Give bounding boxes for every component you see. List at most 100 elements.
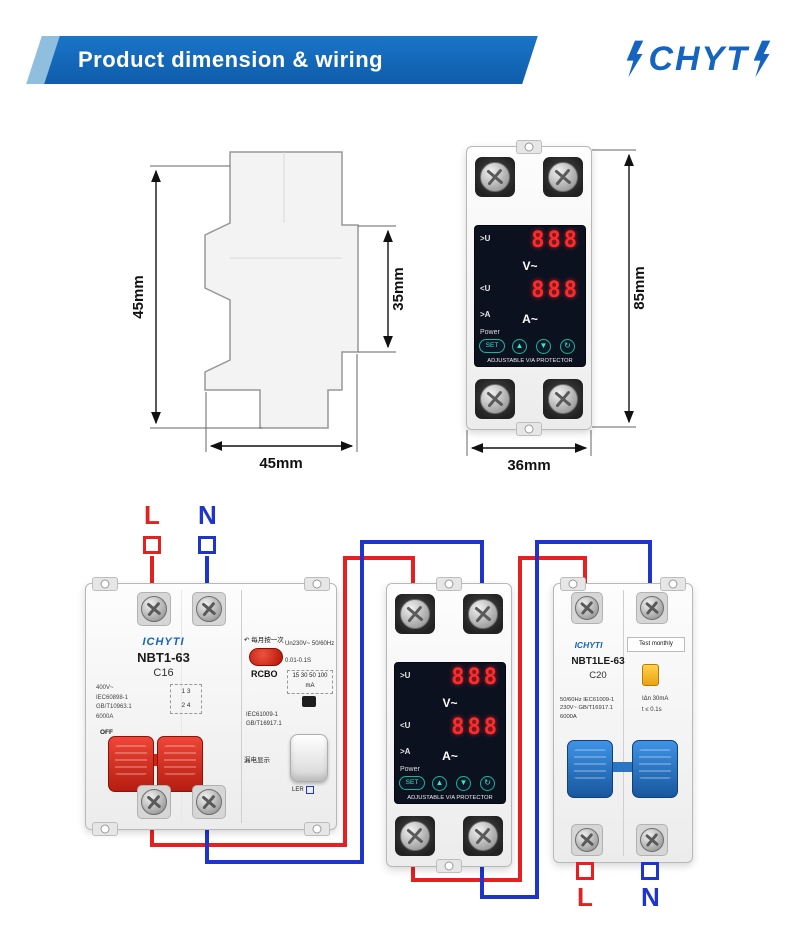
terminal-screw (400, 821, 430, 851)
neutral-label-top: N (198, 500, 217, 530)
voltage-frequency-label: Un230V~ 50/60Hz (285, 641, 335, 647)
wire-live-mid (150, 556, 415, 847)
terminal-socket (475, 379, 515, 419)
terminal-screw (400, 599, 430, 629)
terminal-screw (640, 828, 664, 852)
test-monthly-note: Test monthly (627, 637, 685, 652)
voltage-readout: 888 (451, 665, 500, 690)
standards-block: IEC61009-1 GB/T16917.1 (246, 711, 282, 729)
brand-label: ICHYTI (574, 640, 603, 650)
mounting-tab (304, 822, 330, 836)
trip-time-label: t ≤ 0.1s (642, 707, 662, 713)
monthly-test-note: ↶ 每月按一次 (244, 634, 336, 644)
contact-diagram: 1 3 2 4 (170, 684, 202, 714)
din-clip (436, 577, 462, 591)
page-title: Product dimension & wiring (78, 47, 384, 72)
neutral-tap-top (198, 536, 216, 554)
model-label: NBT1-63 (137, 650, 190, 665)
device-type-label: RCBO (251, 669, 278, 679)
leakage-test-rocker[interactable] (290, 734, 328, 782)
over-voltage-indicator: >U (400, 671, 411, 680)
rating-line: 6000A (96, 713, 114, 720)
test-button[interactable] (642, 664, 659, 686)
ler-indicator: LER (292, 786, 314, 794)
standard-line: IEC61009-1 (246, 712, 279, 718)
up-button: ▲ (432, 776, 447, 791)
breaker-handle[interactable] (108, 736, 154, 792)
live-label-top: L (144, 500, 160, 530)
sensitivity-selector: 15 30 50 100 mA (287, 670, 333, 694)
contact-numbers-bottom: 2 4 (181, 702, 191, 709)
rcbo-breaker-2: ICHYTI Test monthly NBT1LE-63 C20 50/60H… (553, 577, 693, 863)
terminal (192, 785, 226, 819)
terminal (192, 592, 226, 626)
reset-button: ↻ (480, 776, 495, 791)
under-voltage-indicator: <U (480, 284, 491, 293)
terminal-screw (141, 789, 167, 815)
display-panel: >U 888 V~ <U >A 888 A~ Power SET ▲ ▼ ↻ A… (474, 225, 586, 367)
terminal (137, 592, 171, 626)
din-clip (516, 140, 542, 154)
wire-live-right (411, 556, 587, 882)
ma-values: 15 30 50 100 (292, 673, 328, 679)
module-divider (241, 590, 242, 823)
mounting-tab (560, 577, 586, 591)
terminal-socket (463, 816, 503, 856)
ratings-block: 400V~ IEC60898-1 GB/T10963.1 6000A (96, 684, 132, 722)
brand-name: CHYT (648, 39, 749, 78)
over-voltage-indicator: >U (480, 234, 491, 243)
terminal (137, 785, 171, 819)
terminal-screw (468, 599, 498, 629)
rating-line: IEC60898-1 (96, 694, 129, 701)
dim-side-height-label: 45mm (130, 275, 147, 318)
dim-depth-label: 45mm (259, 455, 302, 472)
neutral-tap-bottom (641, 862, 659, 880)
display-panel: >U 888 V~ <U >A 888 A~ Power SET ▲ ▼ ↻ A… (394, 662, 506, 804)
dim-front-section-label: 35mm (390, 267, 407, 310)
over-current-indicator: >A (400, 747, 411, 756)
dim-height-label: 85mm (631, 266, 648, 309)
terminal-socket (395, 816, 435, 856)
terminal-screw (196, 789, 222, 815)
up-button: ▲ (512, 339, 527, 354)
curve-rating: C20 (589, 670, 607, 681)
breaker-handle[interactable] (567, 740, 613, 798)
leakage-indicator-label: 漏电显示 (244, 757, 270, 764)
sensitivity-slider[interactable] (302, 696, 316, 707)
ratings-block: 50/60Hz IEC61009-1 230V~ GB/T16917.1 600… (560, 696, 624, 721)
terminal-screw (480, 384, 510, 414)
rating-line: 50/60Hz IEC61009-1 (560, 697, 615, 703)
rating-line: 230V~ GB/T16917.1 (560, 705, 614, 712)
terminal (571, 824, 603, 856)
residual-current-label: IΔn 30mA (642, 696, 669, 702)
va-protector-wiring-view: >U 888 V~ <U >A 888 A~ Power SET ▲ ▼ ↻ A… (386, 577, 512, 873)
model-label: NBT1LE-63 (571, 656, 625, 667)
standard-line: GB/T16917.1 (246, 721, 282, 727)
current-unit: A~ (522, 312, 538, 326)
terminal-socket (543, 157, 583, 197)
curve-rating: C16 (153, 667, 174, 679)
protector-caption: ADJUSTABLE V/A PROTECTOR (487, 358, 573, 364)
terminal-screw (480, 162, 510, 192)
terminal (636, 824, 668, 856)
dim-width-label: 36mm (507, 457, 550, 474)
din-clip (516, 422, 542, 436)
off-label: OFF (100, 729, 113, 736)
test-button[interactable] (249, 648, 283, 666)
rating-line: 6000A (560, 713, 577, 720)
terminal-screw (575, 828, 599, 852)
rating-line: GB/T10963.1 (96, 704, 132, 711)
mounting-tab (304, 577, 330, 591)
set-button: SET (479, 339, 505, 353)
power-label: Power (480, 329, 500, 336)
live-tap-bottom (576, 862, 594, 880)
power-label: Power (400, 766, 420, 773)
handle-link-bar (584, 762, 662, 772)
breaker-handle[interactable] (632, 740, 678, 798)
current-readout: 888 (531, 278, 580, 303)
wire-neutral-right (480, 540, 652, 899)
live-tap-top (143, 536, 161, 554)
breaker-handle[interactable] (157, 736, 203, 792)
